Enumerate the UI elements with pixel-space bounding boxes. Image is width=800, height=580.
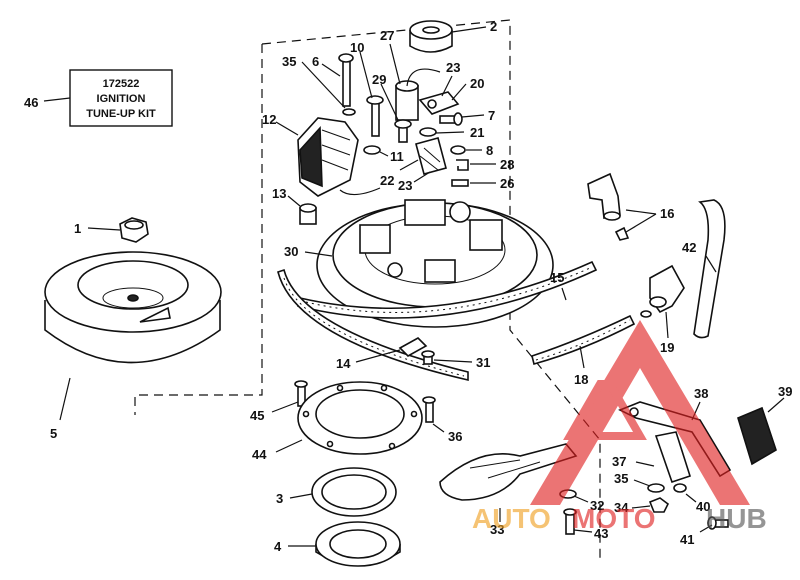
- part-35-washer-lower: [633, 479, 665, 493]
- callout-35-upper: 35: [282, 54, 296, 69]
- callout-39: 39: [778, 384, 792, 399]
- part-15-wire: [297, 260, 598, 319]
- callout-45: 45: [250, 408, 264, 423]
- part-40-spring: [673, 483, 697, 503]
- watermark-text-moto: MOTO: [572, 503, 655, 534]
- callout-23-lower: 23: [398, 178, 412, 193]
- part-22-breaker-arm: [399, 137, 447, 183]
- callout-28: 28: [500, 157, 514, 172]
- part-26-pin: [451, 179, 496, 187]
- callout-29: 29: [372, 72, 386, 87]
- part-4-retainer-ring: [288, 521, 401, 567]
- part-12-ignition-coil: [275, 117, 381, 197]
- callout-15: 15: [550, 270, 564, 285]
- callout-32: 32: [590, 498, 604, 513]
- part-39-pad: [737, 397, 785, 466]
- tune-up-kit-box: 172522 IGNITION TUNE-UP KIT 46: [24, 69, 173, 127]
- kit-number: 46: [24, 95, 38, 110]
- callout-16: 16: [660, 206, 674, 221]
- part-28-clip: [456, 159, 496, 171]
- part-45-screw: [271, 380, 308, 413]
- callout-38: 38: [694, 386, 708, 401]
- part-7-screw: [439, 112, 485, 126]
- part-38-bracket: [618, 401, 732, 484]
- callout-26: 26: [500, 176, 514, 191]
- callout-34: 34: [614, 500, 629, 515]
- callout-7: 7: [488, 108, 495, 123]
- part-33-throttle-cam: [439, 443, 578, 522]
- part-34-nut: [631, 497, 670, 513]
- watermark-logo-triangle: [530, 320, 750, 505]
- callout-2: 2: [490, 19, 497, 34]
- callout-37: 37: [612, 454, 626, 469]
- part-44-retainer-plate: [275, 381, 423, 455]
- callout-36: 36: [448, 429, 462, 444]
- part-30-wire: [277, 268, 469, 382]
- part-14-clip: [355, 337, 428, 363]
- automotohub-watermark: AUTO MOTO HUB: [472, 320, 767, 534]
- callout-11: 11: [390, 149, 404, 164]
- callout-6: 6: [312, 54, 319, 69]
- part-6-screw: [321, 53, 354, 107]
- part-41-screw: [699, 516, 729, 533]
- part-5-flywheel: [44, 251, 222, 421]
- kit-line-3: TUNE-UP KIT: [86, 108, 156, 120]
- kit-line-2: IGNITION: [97, 93, 146, 105]
- part-8-washer: [450, 145, 482, 155]
- callout-41: 41: [680, 532, 694, 547]
- callout-40: 40: [696, 499, 710, 514]
- part-35-washer-upper: [301, 61, 356, 116]
- callout-43: 43: [594, 526, 608, 541]
- kit-line-1: 172522: [103, 78, 140, 90]
- part-2-bushing: [409, 20, 487, 53]
- part-16-spark-plug-boot: [587, 172, 657, 241]
- part-19-spark-plug-boot: [640, 264, 685, 339]
- callout-8: 8: [486, 143, 493, 158]
- callout-12: 12: [262, 112, 276, 127]
- part-10-screw: [359, 51, 384, 137]
- callout-23-upper: 23: [446, 60, 460, 75]
- part-20-point-set: [418, 75, 467, 115]
- callout-33: 33: [490, 522, 504, 537]
- part-29-screw: [380, 83, 412, 143]
- callout-20: 20: [470, 76, 484, 91]
- part-18-wire: [531, 314, 636, 369]
- part-21-washer: [419, 127, 465, 137]
- callout-27: 27: [380, 28, 394, 43]
- callout-10: 10: [350, 40, 364, 55]
- callout-1: 1: [74, 221, 81, 236]
- callout-labels: 1 2 3 4 5 6 7 8 10 11 12 13 14 15 16 18 …: [50, 19, 792, 554]
- part-13-terminal: [287, 195, 317, 225]
- watermark-text-hub: HUB: [706, 503, 767, 534]
- callout-4: 4: [274, 539, 282, 554]
- callout-19: 19: [660, 340, 674, 355]
- callout-21: 21: [470, 125, 484, 140]
- callout-31: 31: [476, 355, 490, 370]
- callout-5: 5: [50, 426, 57, 441]
- part-36-screw: [422, 396, 445, 433]
- part-43-screw: [563, 508, 593, 535]
- callout-3: 3: [276, 491, 283, 506]
- callout-22: 22: [380, 173, 394, 188]
- part-31-screw: [421, 350, 473, 365]
- callout-14: 14: [336, 356, 351, 371]
- callout-18: 18: [574, 372, 588, 387]
- part-42-wire: [693, 199, 726, 339]
- callout-13: 13: [272, 186, 286, 201]
- watermark-text-auto: AUTO: [472, 503, 551, 534]
- part-3-spacer-ring: [289, 467, 397, 517]
- part-37-link: [635, 461, 655, 467]
- callout-42: 42: [682, 240, 696, 255]
- callout-30: 30: [284, 244, 298, 259]
- part-1-nut: [87, 217, 149, 243]
- part-11-washer: [363, 145, 389, 157]
- callout-44: 44: [252, 447, 267, 462]
- callout-35-lower: 35: [614, 471, 628, 486]
- part-27-condenser: [389, 43, 441, 121]
